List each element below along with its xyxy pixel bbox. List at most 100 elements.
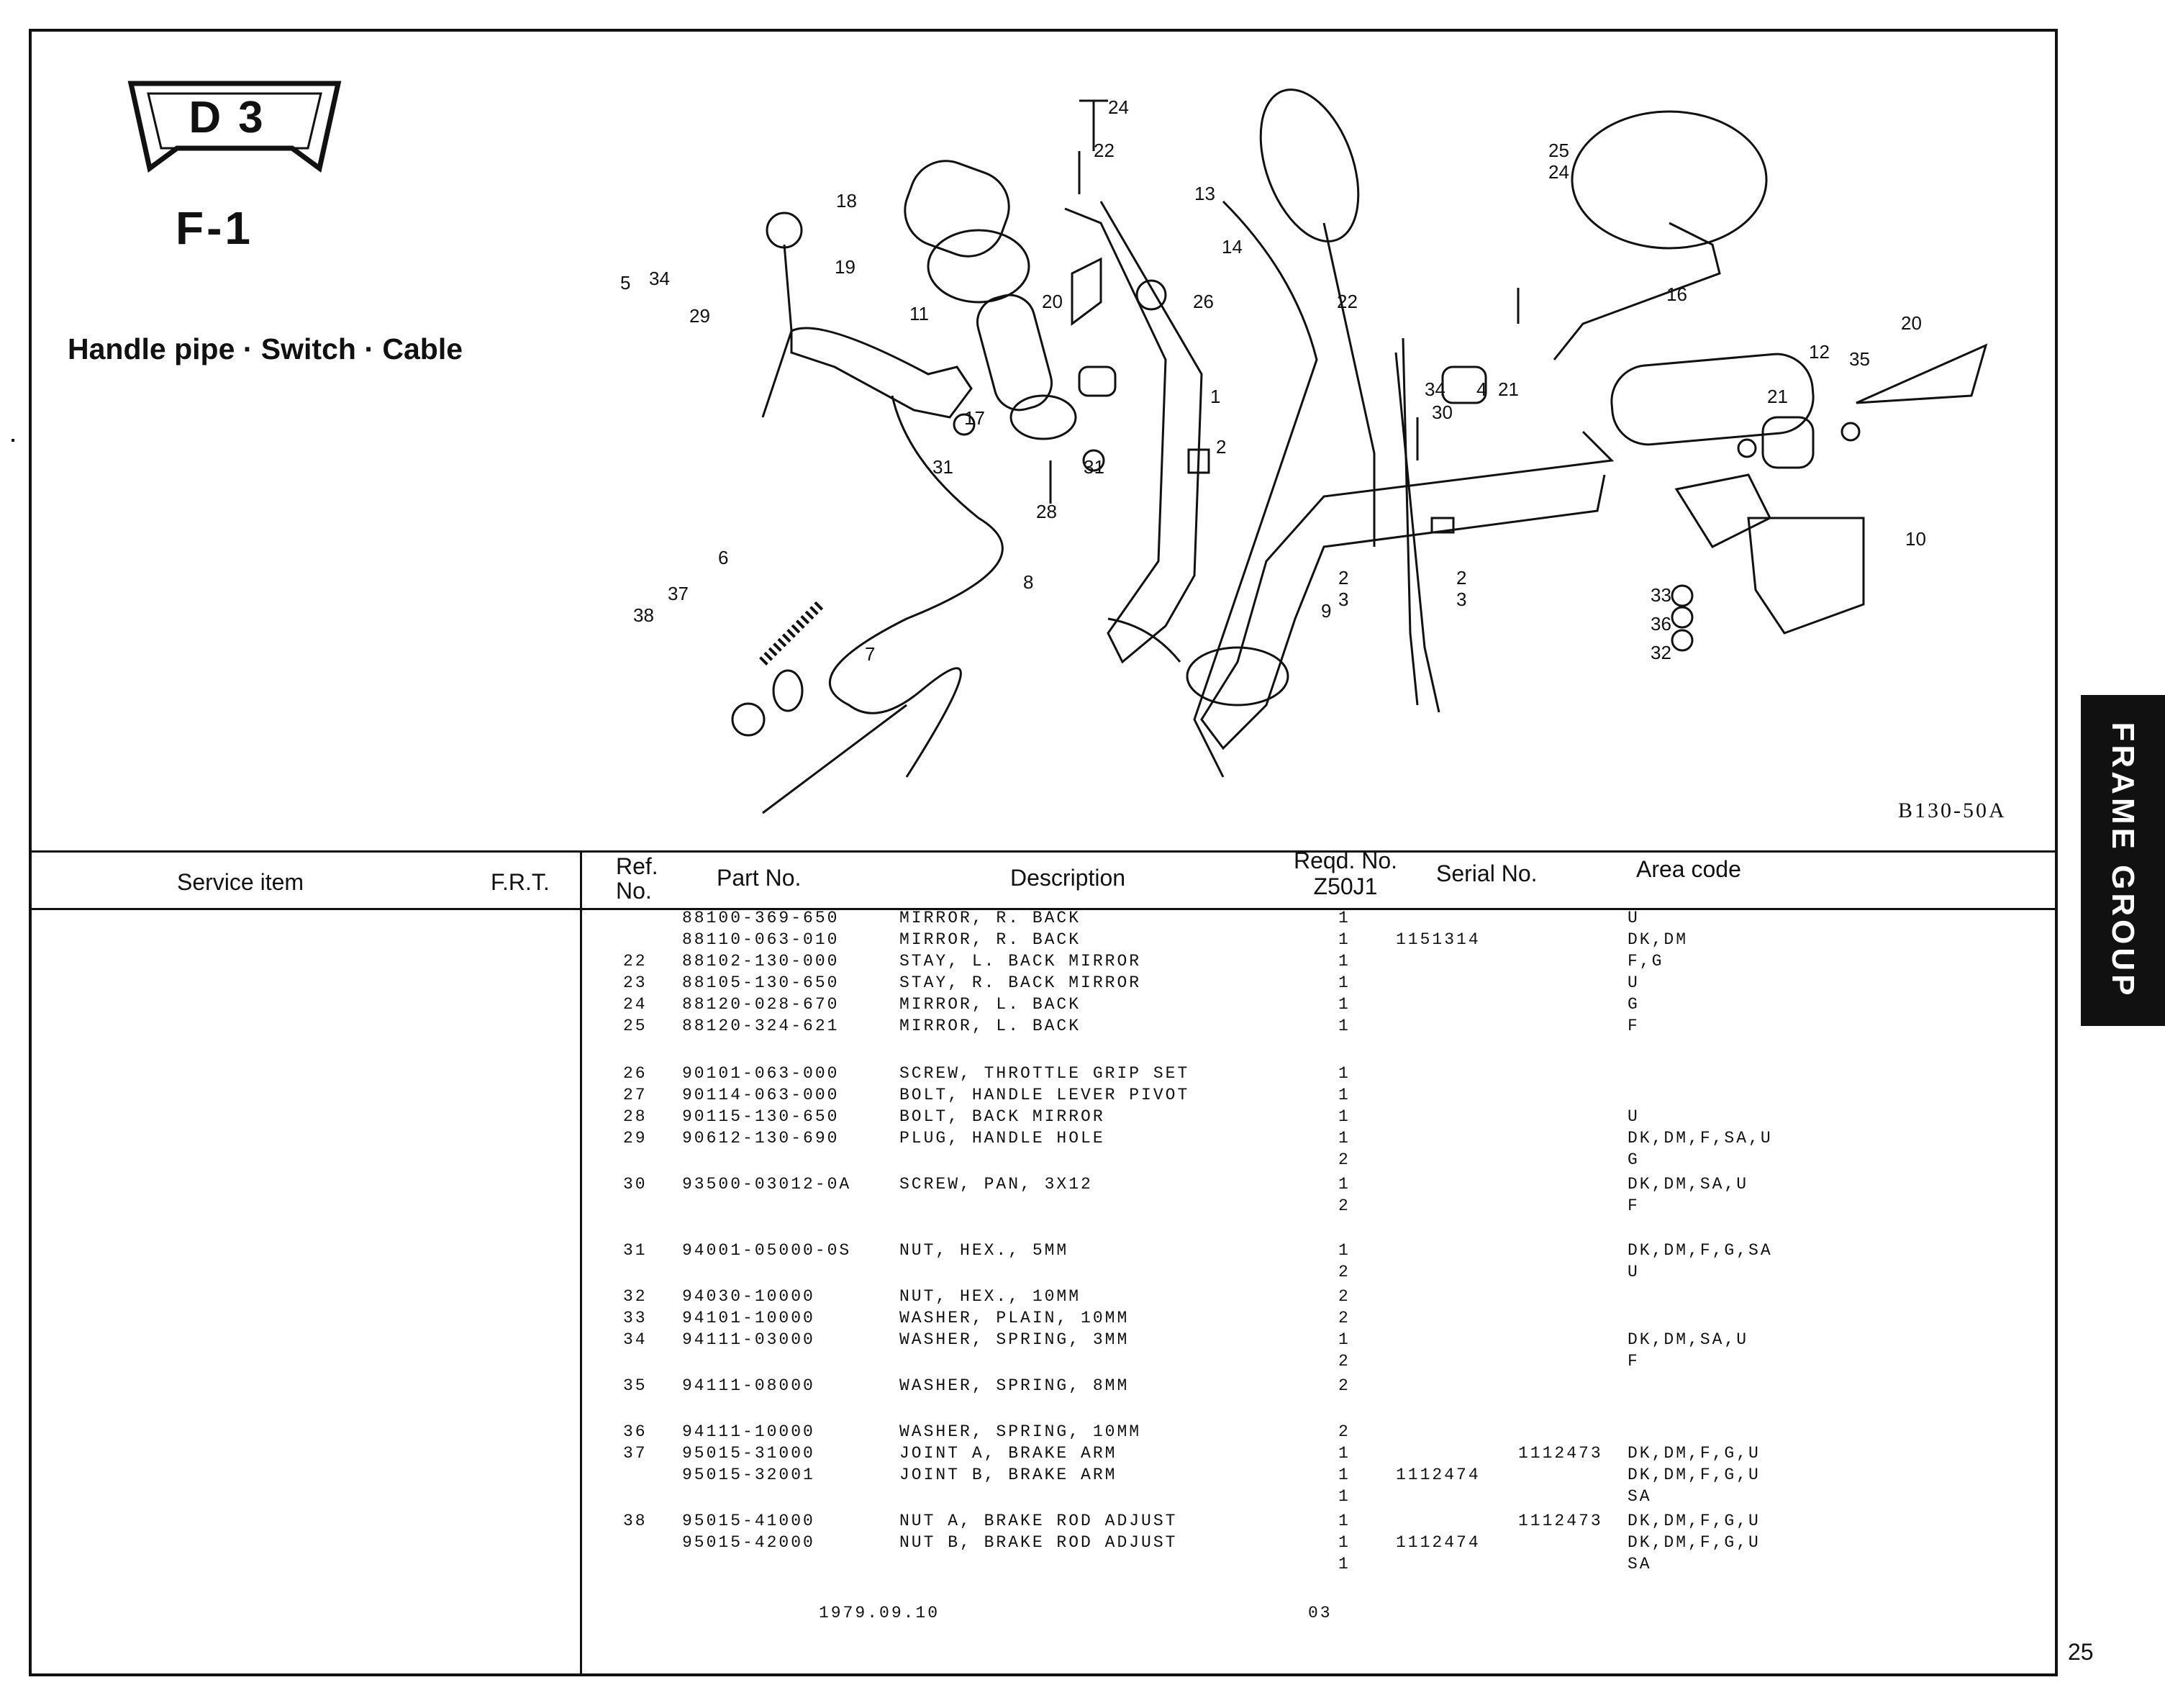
callout: 11	[909, 303, 929, 324]
cell-serial-from: 1112473	[1518, 1444, 1603, 1463]
header-ref-no-1: Ref.	[616, 853, 658, 879]
footer-date: 1979.09.10	[819, 1604, 940, 1622]
cell-part-no: 90115-130-650	[682, 1107, 840, 1126]
cell-qty: 2	[1338, 1309, 1351, 1327]
cell-ref: 31	[623, 1241, 648, 1260]
cell-area-code: DK,DM,F,SA,U	[1628, 1129, 1773, 1148]
cell-area-code: DK,DM,F,G,U	[1628, 1444, 1761, 1463]
cell-description: SCREW, THROTTLE GRIP SET	[899, 1064, 1190, 1083]
callout: 37	[668, 583, 689, 604]
callout: 2	[1456, 567, 1466, 589]
table-column-divider	[580, 850, 582, 1675]
cell-qty: 1	[1338, 1241, 1351, 1260]
cell-area-code: SA	[1628, 1555, 1652, 1573]
callout: 5	[620, 272, 630, 294]
callout: 24	[1548, 161, 1569, 183]
cell-area-code: F	[1628, 1352, 1640, 1371]
cell-area-code: G	[1628, 1150, 1640, 1169]
cell-ref: 37	[623, 1444, 648, 1463]
cell-ref: 22	[623, 952, 648, 971]
page-frame	[29, 29, 2058, 1676]
cell-area-code: DK,DM,F,G,U	[1628, 1512, 1761, 1530]
cell-part-no: 94001-05000-0S	[682, 1241, 852, 1260]
cell-part-no: 95015-41000	[682, 1512, 815, 1530]
cell-qty: 1	[1338, 952, 1351, 971]
cell-qty: 2	[1338, 1287, 1351, 1306]
callout: 7	[865, 643, 875, 665]
cell-area-code: DK,DM,F,G,U	[1628, 1533, 1761, 1552]
cell-ref: 27	[623, 1086, 648, 1104]
header-reqd-no-2: Z50J1	[1313, 873, 1378, 899]
header-frt: F.R.T.	[491, 869, 550, 895]
figure-code: B130-50A	[1898, 799, 2007, 822]
throttle-cable	[1193, 200, 1318, 778]
cell-qty: 1	[1338, 1444, 1351, 1463]
cell-part-no: 88102-130-000	[682, 952, 840, 971]
callout: 21	[1498, 378, 1519, 400]
cell-description: JOINT B, BRAKE ARM	[899, 1466, 1117, 1484]
brake-cable	[828, 395, 1004, 778]
cell-qty: 2	[1338, 1263, 1351, 1281]
callout: 19	[835, 256, 855, 278]
cell-area-code: U	[1628, 1107, 1640, 1126]
cell-ref: 30	[623, 1175, 648, 1194]
callout: 34	[649, 268, 670, 289]
cell-qty: 1	[1338, 973, 1351, 992]
cell-qty: 1	[1338, 1330, 1351, 1349]
handle-holder	[1674, 473, 1865, 635]
cell-qty: 1	[1338, 1107, 1351, 1126]
cell-area-code: DK,DM,SA,U	[1628, 1175, 1749, 1194]
cell-area-code: DK,DM	[1628, 930, 1689, 949]
cell-qty: 1	[1338, 1129, 1351, 1148]
cell-part-no: 90114-063-000	[682, 1086, 840, 1104]
cell-qty: 2	[1338, 1352, 1351, 1371]
header-service-item: Service item	[177, 869, 304, 895]
cell-description: MIRROR, R. BACK	[899, 930, 1081, 949]
callout: 26	[1193, 291, 1214, 312]
cell-area-code: SA	[1628, 1487, 1652, 1506]
cell-description: PLUG, HANDLE HOLE	[899, 1129, 1105, 1148]
cell-part-no: 94030-10000	[682, 1287, 815, 1306]
cell-description: BOLT, BACK MIRROR	[899, 1107, 1105, 1126]
cell-description: STAY, R. BACK MIRROR	[899, 973, 1142, 992]
cell-qty: 1	[1338, 1487, 1351, 1506]
cell-qty: 2	[1338, 1376, 1351, 1395]
cell-description: SCREW, PAN, 3X12	[899, 1175, 1093, 1194]
cell-part-no: 88120-324-621	[682, 1017, 840, 1035]
cell-qty: 1	[1338, 1175, 1351, 1194]
cell-part-no: 94111-10000	[682, 1422, 815, 1441]
callout: 21	[1767, 386, 1788, 407]
cell-area-code: G	[1628, 995, 1640, 1014]
handle-pipe-right	[1200, 430, 1615, 750]
cell-description: STAY, L. BACK MIRROR	[899, 952, 1142, 971]
section-badge: D3	[189, 93, 281, 142]
side-tab-label: FRAME GROUP	[2105, 722, 2141, 999]
cell-description: MIRROR, L. BACK	[899, 995, 1081, 1014]
cell-serial-from: 1112473	[1518, 1512, 1603, 1530]
callout: 34	[1425, 378, 1445, 400]
model-code: F-1	[176, 202, 253, 254]
cell-ref: 33	[623, 1309, 648, 1327]
callout: 33	[1651, 584, 1671, 606]
cell-part-no: 88120-028-670	[682, 995, 840, 1014]
callout: 20	[1901, 312, 1922, 334]
cell-ref: 23	[623, 973, 648, 992]
cell-description: WASHER, SPRING, 10MM	[899, 1422, 1142, 1441]
cell-qty: 2	[1338, 1422, 1351, 1441]
callout: 18	[836, 190, 857, 212]
callout: 36	[1651, 613, 1671, 635]
callout: 22	[1094, 140, 1115, 161]
cell-ref: 36	[623, 1422, 648, 1441]
cell-ref: 28	[623, 1107, 648, 1126]
callout: 30	[1432, 401, 1453, 423]
cell-area-code: F	[1628, 1017, 1640, 1035]
callout: 14	[1222, 236, 1243, 258]
cell-qty: 1	[1338, 1555, 1351, 1573]
section-badge-shape	[127, 81, 342, 173]
cell-qty: 1	[1338, 930, 1351, 949]
header-part-no: Part No.	[717, 865, 802, 891]
callout: 6	[718, 547, 728, 568]
cell-description: JOINT A, BRAKE ARM	[899, 1444, 1117, 1463]
callout: 31	[932, 456, 953, 478]
cell-qty: 1	[1338, 995, 1351, 1014]
